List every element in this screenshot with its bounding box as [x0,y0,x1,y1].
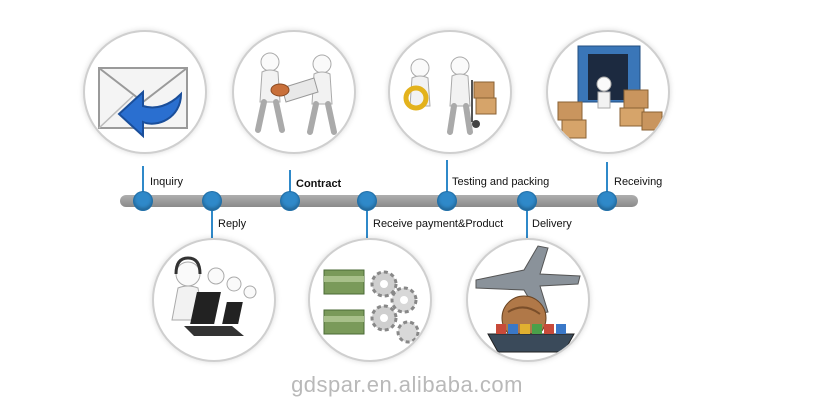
reply-stem [211,206,213,238]
contract-label: Contract [296,178,341,190]
timeline-bar [120,195,638,207]
receiving-circle [546,30,670,154]
container-boxes-icon [548,32,668,152]
handshake-document-icon [234,32,354,152]
watermark-text: gdspar.en.alibaba.com [0,372,814,398]
delivery-node [518,192,536,210]
testing-label: Testing and packing [452,176,549,188]
receiving-node [598,192,616,210]
delivery-circle [466,238,590,362]
reply-node [203,192,221,210]
receiving-stem [606,162,608,196]
testing-circle [388,30,512,154]
contract-node [281,192,299,210]
inquiry-node [134,192,152,210]
reply-circle [152,238,276,362]
receive-circle [308,238,432,362]
receive-label: Receive payment&Product [373,218,503,230]
testing-node [438,192,456,210]
inquiry-circle [83,30,207,154]
receive-stem [366,206,368,238]
delivery-label: Delivery [532,218,572,230]
magnifier-cart-icon [390,32,510,152]
envelope-reply-icon [85,32,205,152]
receive-node [358,192,376,210]
plane-ship-globe-icon [468,240,588,360]
reply-label: Reply [218,218,246,230]
receiving-label: Receiving [614,176,662,188]
delivery-stem [526,206,528,238]
money-gears-icon [310,240,430,360]
contract-circle [232,30,356,154]
inquiry-label: Inquiry [150,176,183,188]
call-center-icon [154,240,274,360]
testing-stem [446,160,448,196]
